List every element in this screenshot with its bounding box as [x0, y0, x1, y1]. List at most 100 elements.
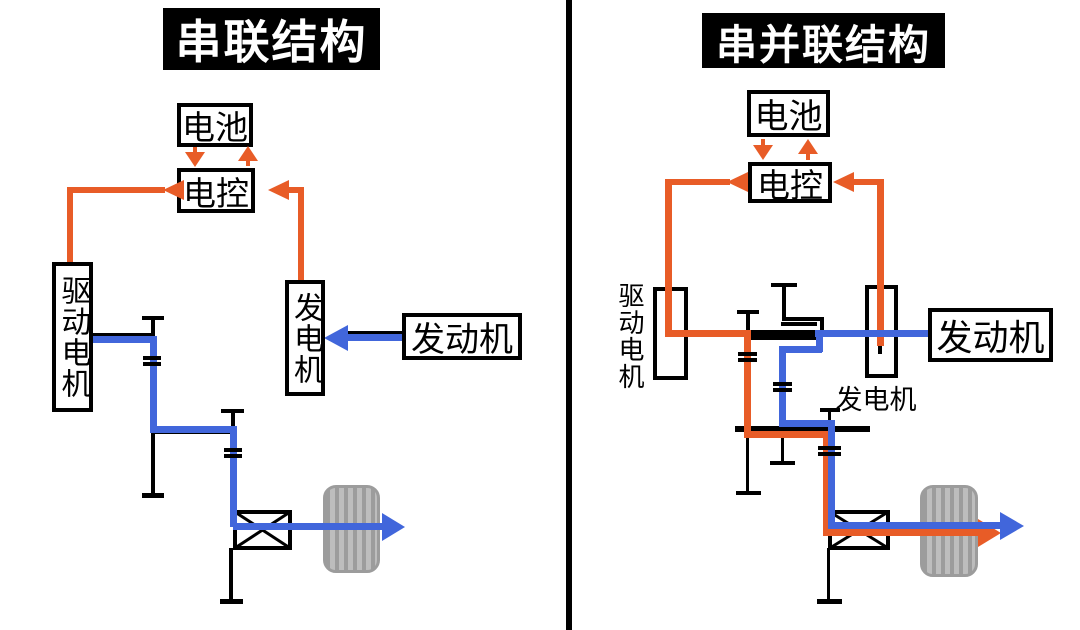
left-gearmesh1-mark — [143, 356, 161, 360]
right-lower-stub2-cap — [770, 461, 795, 465]
left-battery-discharge-tail — [193, 147, 197, 154]
left-gearmesh2-mark — [224, 448, 242, 452]
left-gen-to-ecu-line-v — [298, 187, 304, 280]
right-ecu-to-motor-line-h — [668, 179, 730, 185]
right-planet-shaft-line — [782, 287, 786, 319]
right-engine-label: 发动机 — [936, 317, 1045, 358]
panel-divider — [566, 0, 572, 630]
left-diff-lower-cap — [220, 599, 243, 604]
right-blue-final-line-v — [828, 420, 835, 528]
left-motor-shaft-black-line — [93, 333, 155, 336]
left-shaft1-cap-top — [142, 316, 164, 320]
left-engine-to-gen-arrowhead — [324, 325, 348, 351]
right-drive-motor-label-text: 驱动电机 — [615, 282, 645, 390]
right-ecu-right-arrowhead — [833, 172, 854, 192]
left-generator-label: 发电机 — [289, 291, 322, 385]
right-engine-step-line-h — [782, 346, 822, 353]
right-drive-motor-label: 驱动电机 — [614, 281, 646, 391]
right-orange-final-line-h — [823, 529, 980, 536]
left-motor-output-line — [93, 336, 157, 343]
right-battery-charge-arrowhead — [798, 139, 818, 154]
left-shaft1-cap-bottom — [142, 493, 164, 498]
left-panel-title-text: 串联结构 — [175, 16, 368, 68]
left-engine-to-gen-line — [345, 334, 403, 341]
right-battery-discharge-tail — [761, 139, 765, 147]
right-gearmesh2-mark — [773, 382, 792, 386]
right-ecu-to-motor-line-v — [665, 179, 672, 336]
right-engine-step-line-v — [816, 333, 823, 352]
right-gen-to-ecu-line-h — [852, 179, 884, 185]
right-motor-counter-line-h — [744, 431, 830, 438]
right-lower-stub1-line — [746, 432, 749, 493]
left-ecu-box: 电控 — [177, 168, 255, 213]
left-diff-lower-shaft — [229, 548, 233, 601]
left-differential-box — [233, 510, 292, 550]
right-engine-shaft-line — [815, 330, 928, 337]
right-clutch-thin-bar — [781, 322, 817, 326]
right-diff-lower-shaft — [827, 548, 830, 601]
left-drive-motor-box: 驱动电机 — [52, 262, 93, 412]
left-shaft2-cap-top — [221, 409, 244, 413]
left-battery-discharge-arrowhead — [185, 152, 205, 167]
right-rotor-thick-bar — [750, 330, 817, 340]
right-orange-final-line-v — [823, 431, 830, 535]
left-battery-label: 电池 — [182, 109, 248, 146]
right-gearmesh2-mark — [773, 388, 792, 392]
right-engine-gear-line-v — [779, 346, 786, 427]
left-engine-box: 发动机 — [402, 313, 522, 360]
right-blue-final-line-h — [828, 522, 1002, 529]
right-gearmesh3-mark — [818, 452, 841, 456]
right-battery-label: 电池 — [754, 98, 823, 136]
left-ecu-label: 电控 — [183, 174, 249, 212]
right-gearmesh1-mark — [738, 352, 757, 356]
right-gearmesh1-mark — [738, 358, 757, 362]
right-planet-shaft-cap — [771, 283, 797, 287]
right-engine-counter-line-h — [779, 420, 835, 427]
left-ecu-left-arrowhead — [163, 180, 184, 200]
right-generator-label: 发电机 — [830, 382, 922, 415]
left-axle-output-line — [233, 523, 383, 530]
right-engine-box: 发动机 — [928, 308, 1053, 362]
right-diff-lower-cap — [817, 599, 842, 604]
left-generator-box: 发电机 — [285, 280, 325, 396]
right-battery-charge-tail — [806, 152, 810, 160]
left-drive-motor-label: 驱动电机 — [56, 275, 90, 399]
left-engine-label: 发动机 — [411, 321, 513, 359]
right-gearmesh3-mark — [818, 446, 841, 450]
left-gen-to-ecu-line-h — [288, 187, 304, 193]
right-lower-stub2-line — [781, 432, 784, 463]
left-gear-line-h — [150, 426, 237, 433]
right-gen-to-ecu-line-v — [877, 179, 884, 346]
left-battery-box: 电池 — [177, 103, 253, 147]
left-ecu-to-motor-line-v — [67, 187, 73, 262]
left-engine-shaft-black-line — [347, 331, 402, 334]
right-panel-title: 串并联结构 — [702, 13, 945, 68]
left-gear-line-v1 — [150, 336, 157, 433]
right-upper-stub-line — [828, 412, 831, 426]
right-input-stub-cap — [737, 310, 759, 314]
right-input-stub-line — [746, 314, 750, 331]
left-panel-title: 串联结构 — [163, 8, 380, 70]
left-output-arrowhead — [382, 513, 405, 541]
right-battery-box: 电池 — [747, 90, 830, 137]
right-lower-stub1-cap — [736, 491, 761, 495]
left-ecu-to-motor-line-h — [70, 187, 165, 193]
right-clutch-top-line — [782, 317, 824, 321]
left-gearmesh1-mark — [143, 362, 161, 366]
right-ecu-label: 电控 — [757, 166, 823, 204]
right-generator-label-text: 发电机 — [835, 384, 917, 415]
right-upper-stub-cap — [820, 408, 840, 412]
left-gearmesh2-mark — [224, 454, 242, 458]
left-gear-line-v2 — [230, 426, 237, 527]
right-motor-gear-line-v — [744, 330, 751, 435]
right-battery-discharge-arrowhead — [753, 145, 773, 160]
left-battery-charge-arrowhead — [238, 146, 258, 161]
right-panel-title-text: 串并联结构 — [716, 21, 931, 68]
right-motor-out-line-h — [665, 330, 751, 337]
right-counter-shaft-bar — [735, 426, 870, 432]
left-battery-charge-tail — [246, 159, 250, 166]
right-clutch-right-line — [820, 321, 824, 331]
right-ecu-left-arrowhead — [727, 172, 748, 192]
right-ecu-box: 电控 — [748, 162, 832, 204]
right-blue-output-arrowhead — [1000, 512, 1024, 540]
